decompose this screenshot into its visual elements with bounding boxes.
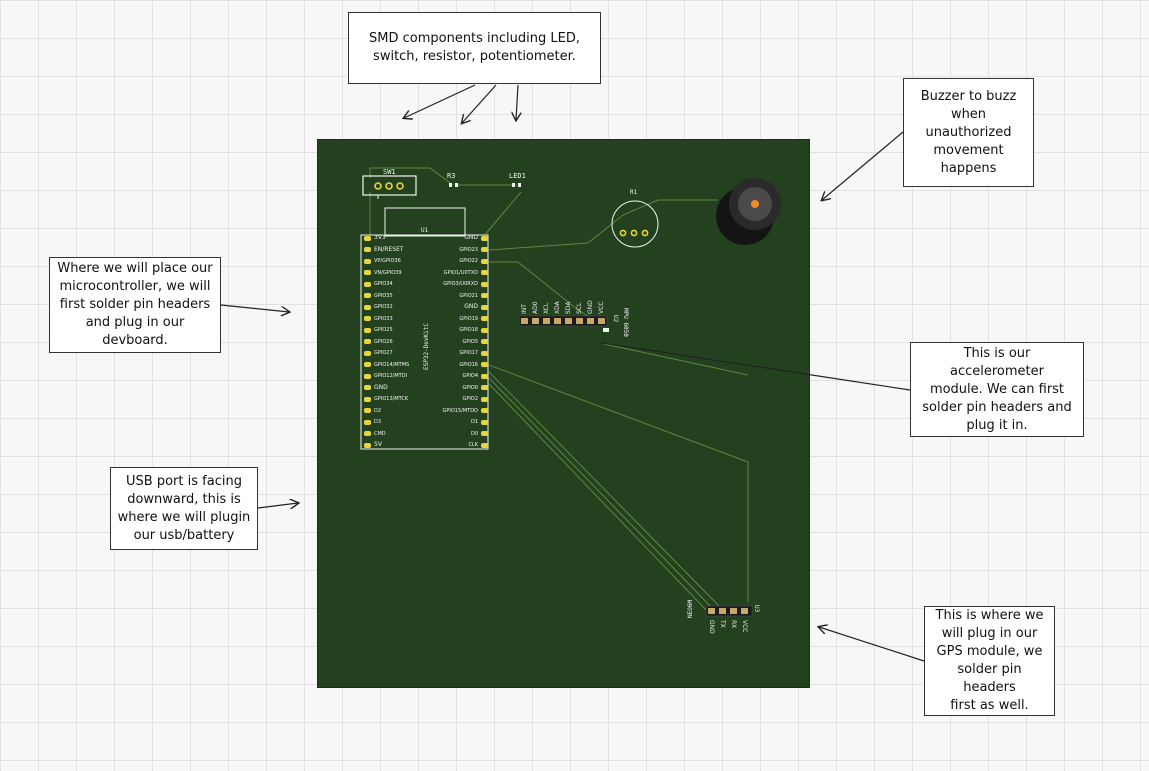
pcb-board: SW1 R3 LED1 U1 ESP32-DevKitC R1 <box>317 139 810 688</box>
pin-right: GPIO22 <box>459 257 488 265</box>
pin-right: GPIO4 <box>463 372 488 380</box>
arrow-accelerometer <box>601 342 911 391</box>
pin-right: D0 <box>471 430 488 438</box>
r3-pads <box>449 183 458 187</box>
u1-outline <box>360 234 489 450</box>
pin-right: GPIO18 <box>459 326 488 334</box>
pin-left: GPIO12/MTDI <box>364 372 407 380</box>
pin-right: GPIO23 <box>459 246 488 254</box>
pin-right: GPIO19 <box>459 315 488 323</box>
pin-left: GPIO32 <box>364 303 393 311</box>
pcb-graphics: SW1 R3 LED1 U1 ESP32-DevKitC R1 <box>360 167 781 618</box>
pin-right: GPIO16 <box>459 361 488 369</box>
pin-left: VN/GPIO39 <box>364 269 402 277</box>
pin-left: GND <box>364 384 388 392</box>
pin-left: GPIO33 <box>364 315 393 323</box>
r1-pads <box>619 229 649 237</box>
arrow-usb <box>257 503 298 508</box>
pin-left: 5V <box>364 441 382 449</box>
pin-left: CMD <box>364 430 386 438</box>
u1-ref: U1 <box>421 227 429 234</box>
pin-right: GPIO2 <box>463 395 488 403</box>
arrow-buzzer <box>822 131 904 200</box>
arrow-gps <box>819 627 925 662</box>
pin-right: GPIO1/U0TXD <box>444 269 488 277</box>
arrow-smd-1 <box>404 84 476 118</box>
pin-left: GPIO26 <box>364 338 393 346</box>
note-smd-components: SMD components including LED, switch, re… <box>348 12 601 84</box>
pin-left: GPIO27 <box>364 349 393 357</box>
sw1-pads <box>374 182 404 190</box>
pin-left: GPIO35 <box>364 292 393 300</box>
pin-left: GPIO34 <box>364 280 393 288</box>
pin-right: GPIO0 <box>463 384 488 392</box>
pcb-traces <box>369 167 749 615</box>
u1-name: ESP32-DevKitC <box>423 323 430 370</box>
r1-outline <box>611 200 659 248</box>
pin-right: GPIO5 <box>463 338 488 346</box>
note-microcontroller: Where we will place our microcontroller,… <box>49 257 221 353</box>
buzzer-dot <box>751 200 759 208</box>
arrow-smd-2 <box>462 84 497 123</box>
led1-ref: LED1 <box>509 172 526 180</box>
sw1-outline <box>362 175 417 196</box>
u2-ref: U2 <box>612 315 619 323</box>
pin-left: GPIO14/MTMS <box>364 361 409 369</box>
r1-ref: R1 <box>630 189 638 196</box>
pin-left: VP/GPIO36 <box>364 257 401 265</box>
pin-right: GPIO3/U0RXD <box>443 280 488 288</box>
note-accelerometer: This is our accelerometer module. We can… <box>910 342 1084 437</box>
note-usb-port: USB port is facing downward, this is whe… <box>110 467 258 550</box>
pin-right: GPIO17 <box>459 349 488 357</box>
pin-right: GPIO15/MTDO <box>442 407 488 415</box>
pin-right: GND <box>464 303 488 311</box>
pin-right: GND <box>464 234 488 242</box>
gps-ref: U3 <box>753 605 760 613</box>
mpu-header <box>518 315 608 327</box>
pin-left: GPIO25 <box>364 326 393 334</box>
arrow-smd-3 <box>516 84 518 120</box>
pin-left: D2 <box>364 407 381 415</box>
pin-left: D3 <box>364 418 381 426</box>
pin-left: 3V3 <box>364 234 386 242</box>
pin-right: D1 <box>471 418 488 426</box>
gps-header-pins <box>708 608 748 614</box>
note-buzzer: Buzzer to buzz when unauthorized movemen… <box>903 78 1034 187</box>
sw1-ref: SW1 <box>383 168 396 176</box>
note-gps: This is where we will plug in our GPS mo… <box>924 606 1055 716</box>
pin-right: GPIO21 <box>459 292 488 300</box>
pin-left: GPIO13/MTCK <box>364 395 408 403</box>
gps-name: NEO6M <box>687 600 694 618</box>
mpu-name: MPU 6050 <box>622 308 629 337</box>
mpu-header-pins <box>521 318 605 324</box>
gps-header <box>705 605 753 617</box>
led1-pads <box>512 183 521 187</box>
r3-ref: R3 <box>447 172 455 180</box>
arrow-microcontroller <box>220 304 289 312</box>
pin-left: EN/RESET <box>364 246 404 254</box>
buzzer <box>716 178 781 245</box>
u1-usb-outline <box>384 207 466 237</box>
pin-right: CLK <box>468 441 488 449</box>
